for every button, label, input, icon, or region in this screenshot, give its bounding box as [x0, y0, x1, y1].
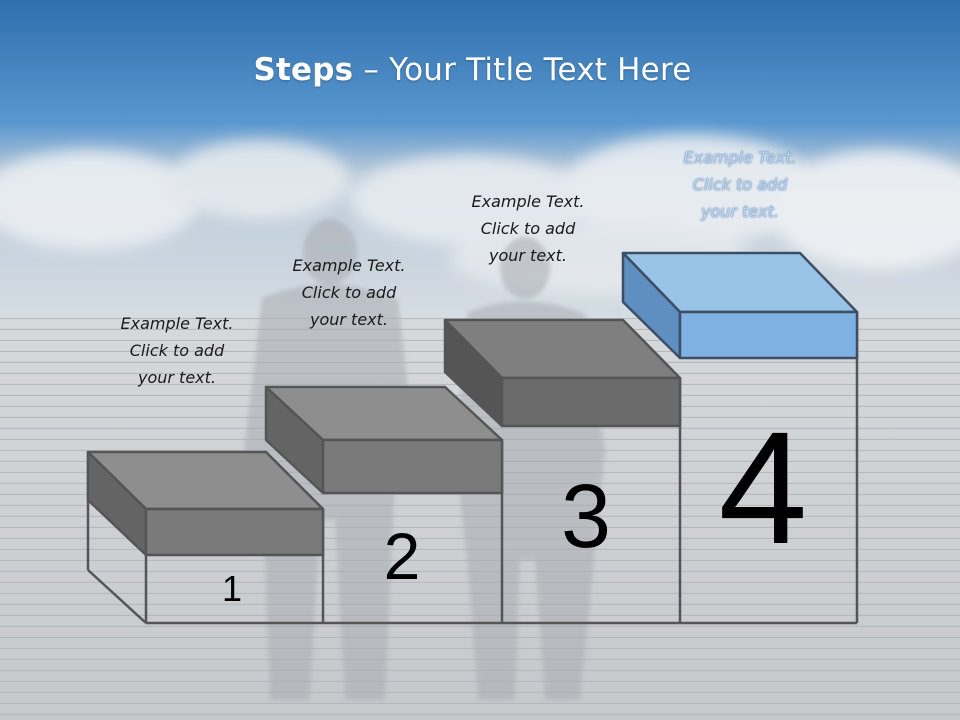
caption-line: Click to add [480, 219, 576, 238]
caption-line: Click to add [129, 341, 225, 360]
step-4-number: 4 [718, 398, 808, 577]
caption-line: your text. [137, 368, 216, 387]
caption-line: Example Text. [292, 256, 406, 275]
step-1-block[interactable] [86, 450, 325, 557]
caption-line: Example Text. [120, 314, 234, 333]
step-1-caption[interactable]: Example Text. Click to add your text. [92, 310, 262, 391]
step-3-number: 3 [560, 467, 612, 567]
caption-line: Example Text. [471, 192, 585, 211]
caption-line: your text. [488, 246, 567, 265]
step-3-block[interactable] [443, 318, 682, 428]
caption-line: Example Text. [683, 148, 797, 167]
title-bold: Steps [253, 52, 354, 88]
step-2-caption[interactable]: Example Text. Click to add your text. [264, 252, 434, 333]
step-2-block[interactable] [264, 385, 504, 495]
step-4-block[interactable] [621, 251, 859, 360]
caption-line: Click to add [301, 283, 397, 302]
title-rest: – Your Title Text Here [353, 52, 692, 88]
caption-line: Click to add [692, 175, 788, 194]
step-3-caption[interactable]: Example Text. Click to add your text. [443, 188, 613, 269]
slide-title[interactable]: Steps – Your Title Text Here [0, 52, 945, 88]
caption-line: your text. [700, 202, 779, 221]
step-2-number: 2 [383, 519, 421, 593]
step-4-caption[interactable]: Example Text. Click to add your text. [655, 144, 825, 225]
caption-line: your text. [309, 310, 388, 329]
step-1-number: 1 [221, 568, 243, 609]
